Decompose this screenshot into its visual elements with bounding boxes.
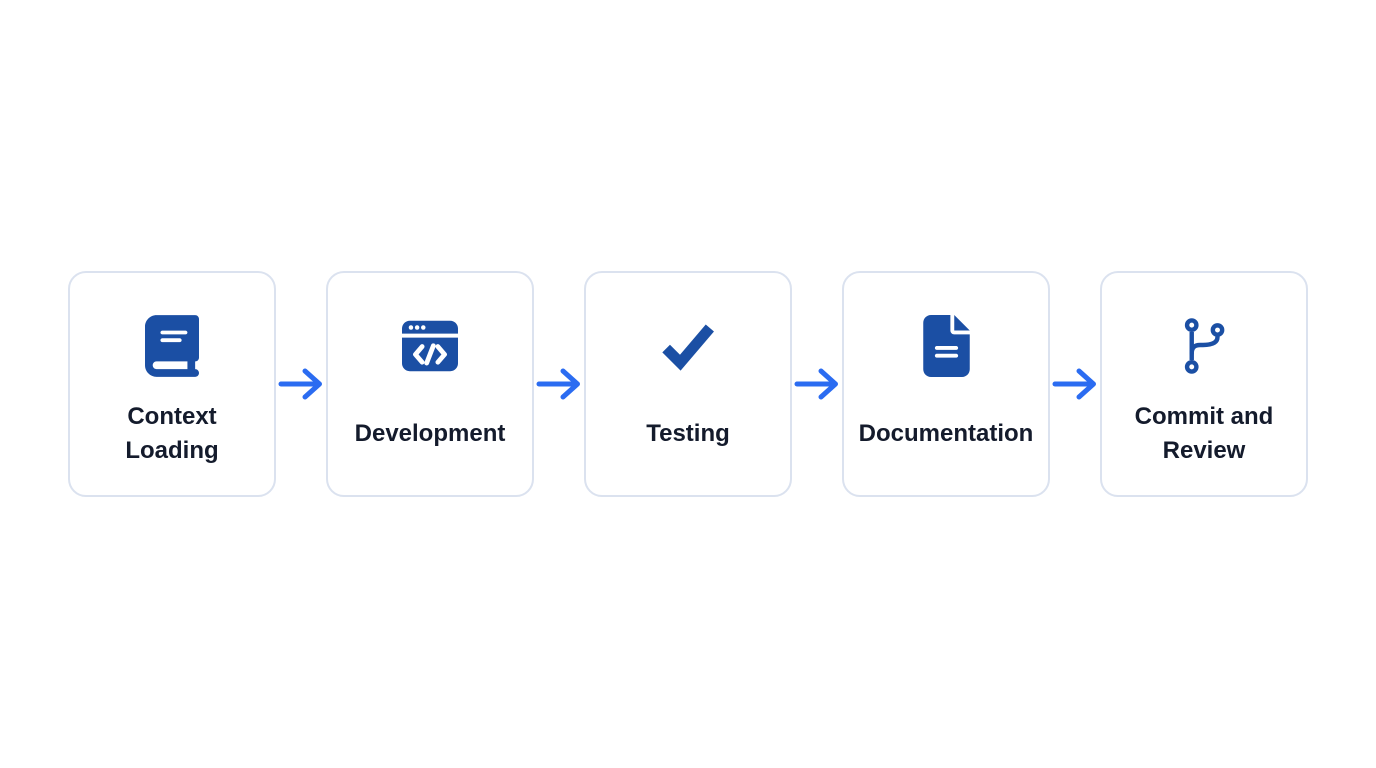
workflow-steps-row: Context Loading: [68, 271, 1308, 497]
step-label: Testing: [646, 419, 730, 447]
step-label: Documentation: [858, 419, 1034, 447]
flow-arrow-icon: [536, 364, 582, 404]
flow-arrow-icon: [794, 364, 840, 404]
step-label: Commit and Review: [1134, 402, 1274, 464]
document-icon: [922, 314, 970, 378]
checkmark-icon: [657, 314, 719, 378]
flow-arrow-icon: [1052, 364, 1098, 404]
git-branch-icon: [1177, 314, 1231, 378]
step-card-documentation: Documentation: [842, 271, 1050, 497]
code-window-icon: [399, 314, 461, 378]
book-icon: [145, 314, 199, 378]
step-card-context-loading: Context Loading: [68, 271, 276, 497]
step-label: Context Loading: [125, 402, 219, 464]
step-card-testing: Testing: [584, 271, 792, 497]
step-card-development: Development: [326, 271, 534, 497]
flow-arrow-icon: [278, 364, 324, 404]
step-label: Development: [354, 419, 506, 447]
step-card-commit-and-review: Commit and Review: [1100, 271, 1308, 497]
